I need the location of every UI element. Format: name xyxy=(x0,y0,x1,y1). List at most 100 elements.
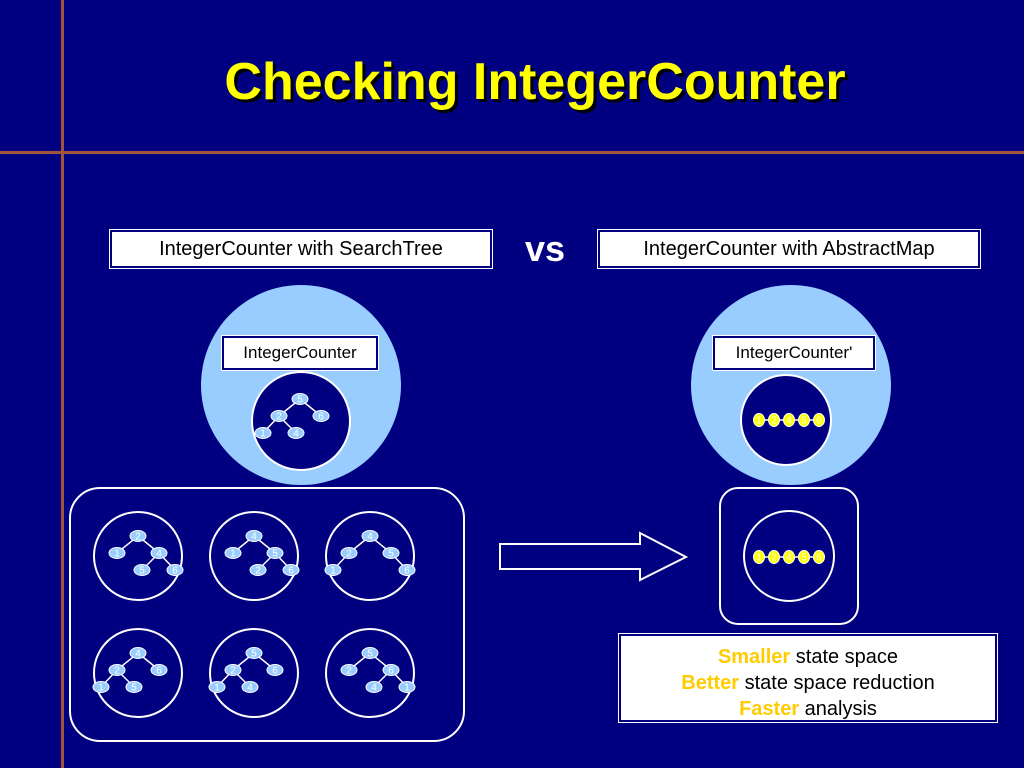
tree-node: 4 xyxy=(365,681,383,694)
tree-state-circle xyxy=(209,628,299,718)
svg-text:4: 4 xyxy=(367,532,373,543)
searchtree-label: IntegerCounter with SearchTree xyxy=(109,229,493,269)
svg-text:6: 6 xyxy=(172,566,178,577)
svg-text:1: 1 xyxy=(756,553,762,564)
svg-text:5: 5 xyxy=(388,549,394,560)
map-node: 6 xyxy=(813,413,825,427)
tree-node: 4 xyxy=(150,547,168,560)
svg-text:1: 1 xyxy=(260,429,266,440)
svg-text:6: 6 xyxy=(388,666,394,677)
state-tree: 5 2 64 1 xyxy=(340,647,416,694)
summary-highlight-3: Faster xyxy=(739,698,800,720)
tree-node: 2 xyxy=(340,547,358,560)
tree-node: 5 xyxy=(133,564,151,577)
state-tree: 4 1 52 6 xyxy=(224,530,300,577)
svg-text:5: 5 xyxy=(367,649,373,660)
slide-title: Checking IntegerCounter xyxy=(224,53,846,111)
svg-text:5: 5 xyxy=(131,683,137,694)
horizontal-rule xyxy=(0,151,1024,154)
vs-label: vs xyxy=(524,228,566,269)
svg-text:2: 2 xyxy=(771,416,777,427)
integercounter-prime-label: IntegerCounter' xyxy=(712,335,876,371)
map-node: 4 xyxy=(783,550,795,564)
tree-node: 6 xyxy=(282,564,300,577)
svg-text:4: 4 xyxy=(371,683,377,694)
svg-text:6: 6 xyxy=(318,412,324,423)
map-node: 1 xyxy=(753,413,765,427)
svg-text:6: 6 xyxy=(816,416,822,427)
map-node: 5 xyxy=(798,413,810,427)
svg-text:2: 2 xyxy=(135,532,141,543)
tree-node: 2 xyxy=(270,410,288,423)
tree-node: 6 xyxy=(166,564,184,577)
tree-state-circle xyxy=(209,511,299,601)
svg-text:5: 5 xyxy=(251,649,257,660)
svg-text:6: 6 xyxy=(156,666,162,677)
svg-text:1: 1 xyxy=(98,683,104,694)
right-arrow xyxy=(499,531,689,582)
tree-node: 4 xyxy=(245,530,263,543)
svg-text:4: 4 xyxy=(135,649,141,660)
tree-node: 1 xyxy=(324,564,342,577)
tree-state-circle xyxy=(325,511,415,601)
svg-text:5: 5 xyxy=(272,549,278,560)
tree-node: 2 xyxy=(340,664,358,677)
svg-text:2: 2 xyxy=(346,549,352,560)
tree-state-circle xyxy=(325,628,415,718)
svg-text:4: 4 xyxy=(247,683,253,694)
tree-node: 2 xyxy=(129,530,147,543)
svg-text:2: 2 xyxy=(346,666,352,677)
summary-line-3: Faster analysis xyxy=(621,696,995,722)
map-node: 1 xyxy=(753,550,765,564)
svg-text:2: 2 xyxy=(255,566,261,577)
tree-node: 5 xyxy=(361,647,379,660)
summary-highlight-2: Better xyxy=(681,672,740,694)
tree-node: 6 xyxy=(312,410,330,423)
summary-box: Smaller state space Better state space r… xyxy=(618,633,998,723)
map-node: 4 xyxy=(783,413,795,427)
svg-text:6: 6 xyxy=(272,666,278,677)
summary-line-1: Smaller state space xyxy=(621,644,995,670)
svg-text:1: 1 xyxy=(230,549,236,560)
summary-highlight-1: Smaller xyxy=(717,646,791,668)
tree-node: 6 xyxy=(150,664,168,677)
tree-node: 2 xyxy=(108,664,126,677)
svg-text:5: 5 xyxy=(801,553,807,564)
summary-text-2: state space reduction xyxy=(739,672,935,694)
tree-node: 4 xyxy=(287,427,305,440)
integercounter-label: IntegerCounter xyxy=(221,335,379,371)
searchtree-inner-circle xyxy=(251,371,351,471)
map-node: 2 xyxy=(768,550,780,564)
tree-node: 1 xyxy=(208,681,226,694)
svg-text:1: 1 xyxy=(330,566,336,577)
main-tree: 52 6 1 4 xyxy=(254,393,330,440)
summary-text-1: state space xyxy=(790,646,899,668)
summary-line-2: Better state space reduction xyxy=(621,670,995,696)
tree-state-circle xyxy=(93,511,183,601)
map-node: 6 xyxy=(813,550,825,564)
state-tree: 5 2 6 1 4 xyxy=(208,647,284,694)
tree-node: 4 xyxy=(129,647,147,660)
map-node: 2 xyxy=(768,413,780,427)
svg-text:2: 2 xyxy=(114,666,120,677)
tree-node: 6 xyxy=(382,664,400,677)
tree-node: 4 xyxy=(361,530,379,543)
tree-node: 5 xyxy=(291,393,309,406)
tree-node: 5 xyxy=(125,681,143,694)
svg-text:1: 1 xyxy=(756,416,762,427)
svg-text:5: 5 xyxy=(297,395,303,406)
map-node: 5 xyxy=(798,550,810,564)
svg-text:4: 4 xyxy=(786,553,792,564)
tree-node: 1 xyxy=(398,681,416,694)
tree-node: 1 xyxy=(108,547,126,560)
svg-text:4: 4 xyxy=(251,532,257,543)
svg-text:4: 4 xyxy=(156,549,162,560)
svg-text:1: 1 xyxy=(214,683,220,694)
tree-node: 2 xyxy=(249,564,267,577)
svg-text:2: 2 xyxy=(230,666,236,677)
